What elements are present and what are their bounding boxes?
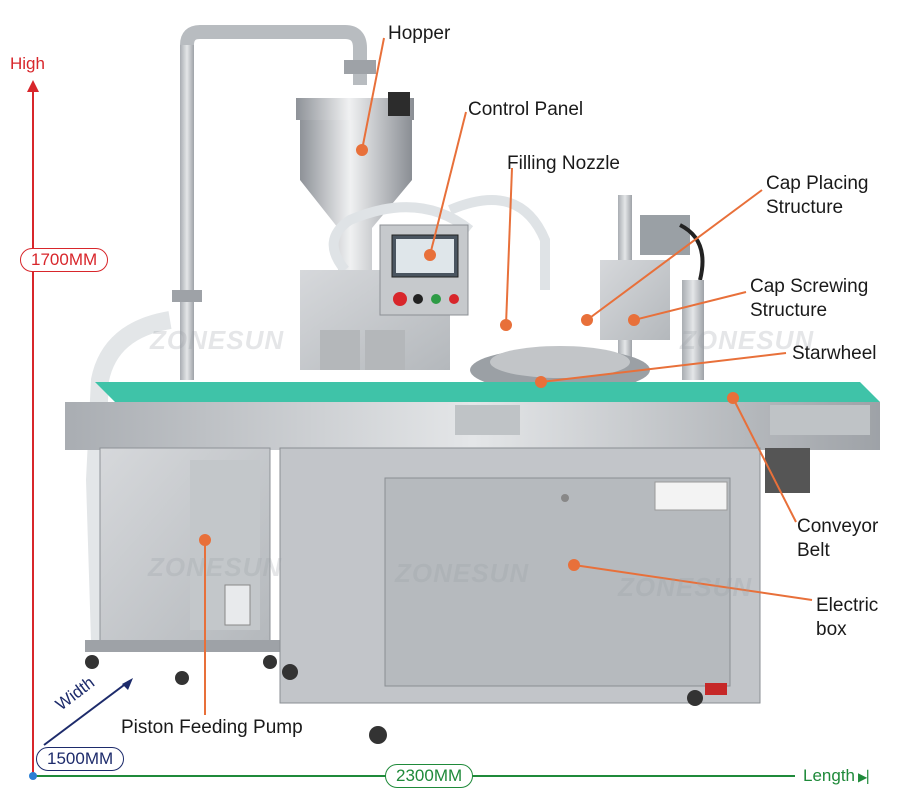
label-conveyor-line2: Belt [797,540,830,561]
label-hopper: Hopper [388,23,451,44]
watermark-text: ZONESUN [150,325,285,355]
capping-column [600,195,705,380]
control-panel-shape [379,224,469,316]
label-conveyor-line1: Conveyor [797,516,879,537]
label-starwheel: Starwheel [792,343,877,364]
label-filling-nozzle: Filling Nozzle [507,153,620,174]
height-value-pill: 1700MM [20,248,109,272]
watermark-text: ZONESUN [618,572,753,602]
label-cap-placing-line2: Structure [766,197,844,218]
width-value-pill: 1500MM [36,747,125,771]
label-cap-screwing-line1: Cap Screwing [750,276,869,297]
label-control-panel: Control Panel [468,99,584,120]
label-electric-line2: box [816,619,847,640]
hopper-shape [296,92,414,270]
watermark-text: ZONESUN [680,325,815,355]
height-axis [27,80,39,776]
label-electric-line1: Electric [816,595,879,616]
label-piston-feeding-pump: Piston Feeding Pump [121,717,303,738]
side-controller [765,448,810,493]
width-axis [43,678,133,746]
watermark-text: ZONESUN [148,552,283,582]
height-axis-label: High [10,54,45,73]
label-cap-screwing-line2: Structure [750,300,828,321]
length-axis-label: Length▶▏ [803,765,876,788]
main-cabinet [279,447,761,744]
length-value-pill: 2300MM [385,764,474,788]
feed-pipe [172,25,376,380]
piston-cabinet [85,447,280,685]
play-arrow-icon: ▶▏ [858,770,877,784]
length-axis-text: Length [803,766,855,785]
watermark-text: ZONESUN [395,558,530,588]
feed-hose [85,311,172,641]
leader-lines [199,37,813,715]
label-cap-placing-line1: Cap Placing [766,173,869,194]
conveyor-shape [65,382,880,450]
